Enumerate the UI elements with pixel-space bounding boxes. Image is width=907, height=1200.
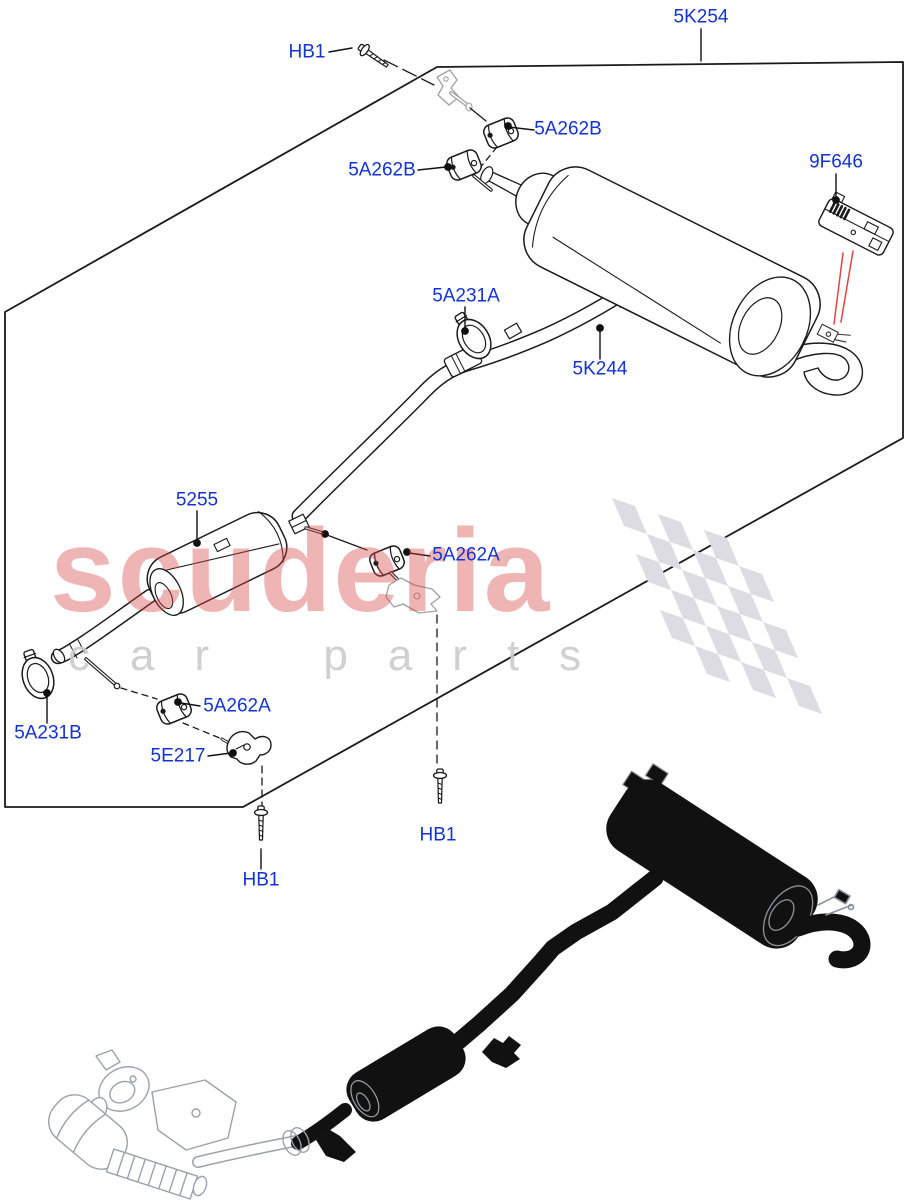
bracket-5E217 (220, 730, 272, 765)
part-label-5a231a[interactable]: 5A231A (432, 285, 500, 307)
part-label-hb1-top[interactable]: HB1 (288, 41, 326, 63)
hanger-rod-left (84, 657, 121, 690)
tailpipe-hook (777, 342, 864, 396)
rear-muffler (480, 166, 821, 378)
catalytic-converter-outline (48, 1049, 237, 1200)
part-label-5a262b-upper[interactable]: 5A262B (534, 118, 602, 140)
silhouette-hanger-left (316, 1130, 356, 1162)
bolt-hb1-right (432, 768, 448, 804)
silhouette-middle-muffler (346, 1026, 466, 1122)
checkered-flag-watermark (612, 498, 822, 714)
hanger-rod-right (304, 526, 325, 535)
silhouette-tailpipe (789, 913, 871, 969)
silhouette-hanger-mid (482, 1036, 521, 1068)
muffler-tab (213, 537, 231, 553)
part-label-5k244[interactable]: 5K244 (572, 358, 628, 380)
middle-muffler (146, 510, 288, 616)
part-label-hb1-bottom[interactable]: HB1 (242, 869, 280, 891)
front-pipe-outlet (50, 588, 158, 665)
valve-bracket-9F646 (818, 191, 894, 256)
part-label-5a262b-lower[interactable]: 5A262B (348, 159, 416, 181)
part-label-5a231b[interactable]: 5A231B (14, 722, 82, 744)
part-label-5k254[interactable]: 5K254 (673, 6, 729, 28)
bolt-hb1-bottom (253, 805, 269, 841)
pipe-hanger-bracket (288, 513, 310, 535)
part-label-5255[interactable]: 5255 (175, 489, 219, 511)
bolt-hb1-top (355, 40, 392, 72)
silhouette-actuator (817, 888, 855, 916)
part-label-5e217[interactable]: 5E217 (150, 745, 206, 767)
part-label-5a262a-left[interactable]: 5A262A (203, 695, 271, 717)
part-label-9f646[interactable]: 9F646 (809, 151, 863, 173)
body-bracket-right (385, 577, 441, 614)
part-label-5a262a-right[interactable]: 5A262A (432, 544, 500, 566)
part-label-hb1-right[interactable]: HB1 (419, 824, 457, 846)
shaded-overview (48, 763, 871, 1200)
label-leader-lines (43, 28, 840, 870)
exhaust-valve-actuator (816, 323, 851, 343)
red-locator-lines (833, 250, 854, 325)
assembly-dashed-lines (120, 59, 498, 807)
insulator-stud (472, 174, 493, 192)
pipe-tab (503, 322, 523, 340)
